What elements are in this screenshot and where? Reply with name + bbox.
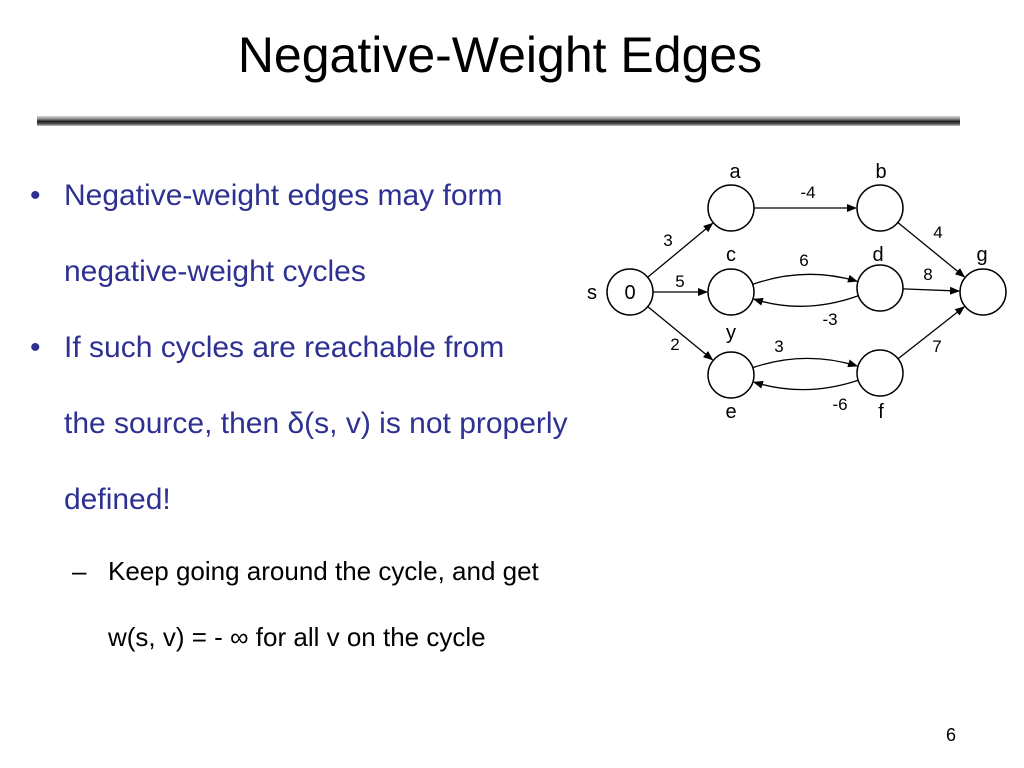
edge-weight-c-d: 6 [799,251,808,270]
node-b [856,184,904,232]
edge-e-f [752,357,859,369]
edge-weight-a-b: -4 [800,183,815,202]
node-f [856,349,904,397]
sub-bullet-line: Keep going around the cycle, and get [108,556,539,586]
edge-c-d [752,273,858,285]
node-label-d: d [872,244,883,266]
edge-d-c [752,295,859,307]
title-divider [37,116,960,126]
node-d [856,264,904,312]
bullet-line: defined! [64,483,171,516]
edge-f-e [752,379,859,391]
bullet-line: negative-weight cycles [64,255,366,288]
edge-d-g [902,286,961,295]
bullet-line: If such cycles are reachable from [64,331,505,364]
bullet-item-1: • Negative-weight edges may form negativ… [24,158,764,310]
node-g [959,268,1007,316]
edge-f-g [897,306,965,360]
bullet-dot: • [30,331,41,364]
bullet-item-2: • If such cycles are reachable from the … [24,310,764,538]
edge-weight-d-c: -3 [822,310,837,329]
edge-weight-f-g: 7 [932,337,941,356]
bullet-dot: • [30,179,41,212]
node-label-b: b [875,161,886,183]
edge-weight-e-f: 3 [774,337,783,356]
edge-weight-b-g: 4 [933,223,942,242]
bullet-line: Negative-weight edges may form [64,179,503,212]
node-label-g: g [976,244,987,266]
bullet-list: • Negative-weight edges may form negativ… [24,158,764,670]
sub-bullet-item: – Keep going around the cycle, and get w… [72,538,812,670]
edge-b-g [897,222,966,278]
sub-bullet-line: w(s, v) = - ∞ for all v on the cycle [108,622,486,652]
node-label-f: f [878,401,884,423]
sub-bullet-dash: – [72,556,87,586]
edge-weight-d-g: 8 [923,265,932,284]
page-number: 6 [946,725,957,745]
bullet-line: the source, then δ(s, v) is not properly [64,407,568,440]
slide-title: Negative-Weight Edges [237,27,763,83]
edge-weight-f-e: -6 [832,395,847,414]
